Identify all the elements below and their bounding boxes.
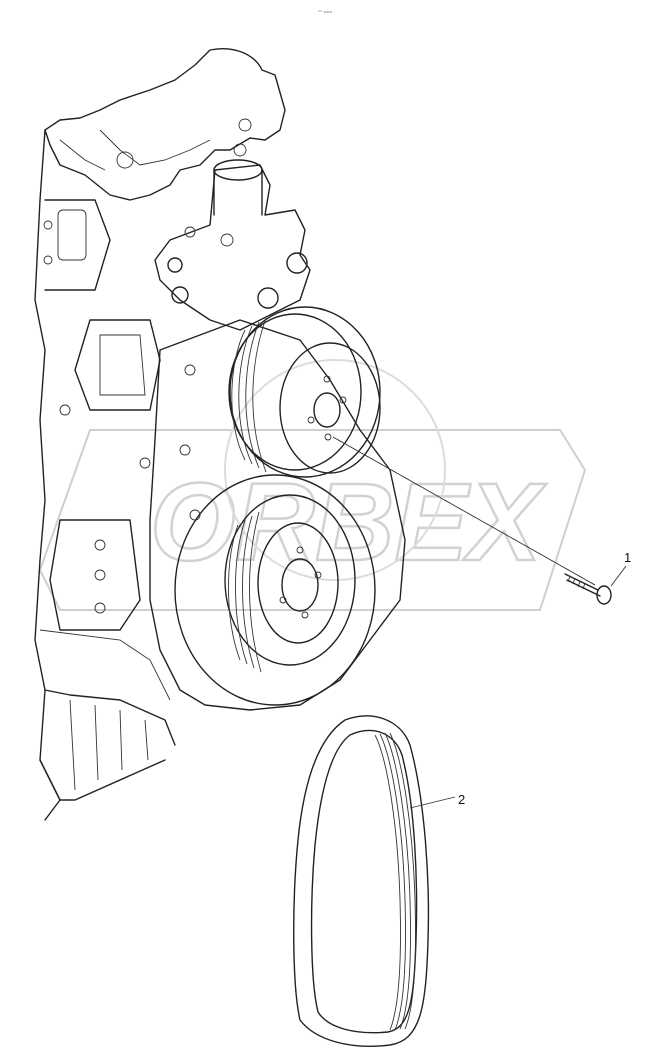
header-mark: °° === (318, 10, 332, 16)
watermark-logo: ORBEX (38, 359, 587, 611)
callout-2: 2 (409, 792, 465, 809)
engine-block (34, 48, 286, 821)
water-pump-housing (154, 159, 311, 331)
bolt-part (332, 436, 612, 605)
callout-1-label: 1 (624, 550, 631, 565)
drive-belt-part (293, 715, 430, 1047)
callout-1: 1 (610, 550, 631, 587)
callout-2-label: 2 (458, 792, 465, 807)
water-pump-pulley (228, 306, 381, 478)
crankshaft-pulley (174, 474, 376, 706)
watermark-text: ORBEX (150, 461, 547, 584)
